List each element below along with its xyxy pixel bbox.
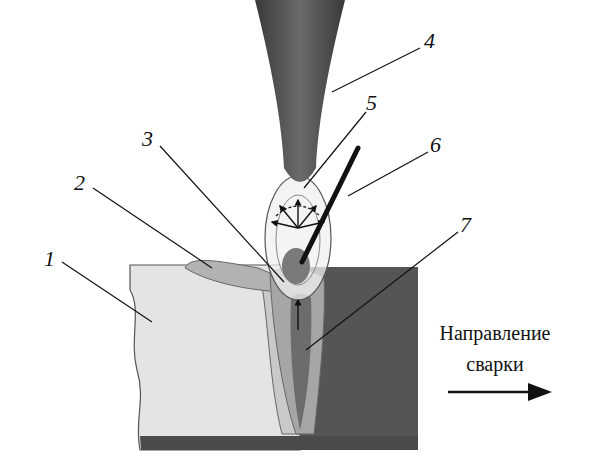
- callout-number: 3: [142, 128, 153, 150]
- leader-lines: [62, 48, 458, 350]
- keyhole: [291, 294, 312, 431]
- callout-number: 2: [74, 172, 85, 194]
- callout-number: 4: [424, 30, 435, 52]
- filler-wire: [302, 148, 358, 262]
- weld-reinforcement: [185, 260, 282, 292]
- callout-number: 5: [366, 92, 377, 114]
- flow-arrows: [272, 200, 324, 330]
- callout-number: 6: [430, 134, 441, 156]
- direction-arrow: [448, 391, 530, 394]
- arc-plasma: [265, 176, 331, 300]
- plate-bottom: [140, 436, 418, 450]
- direction-label: Направление сварки: [420, 318, 570, 380]
- callout-number: 7: [460, 214, 471, 236]
- callout-number: 1: [44, 248, 55, 270]
- direction-arrowhead: [528, 383, 552, 401]
